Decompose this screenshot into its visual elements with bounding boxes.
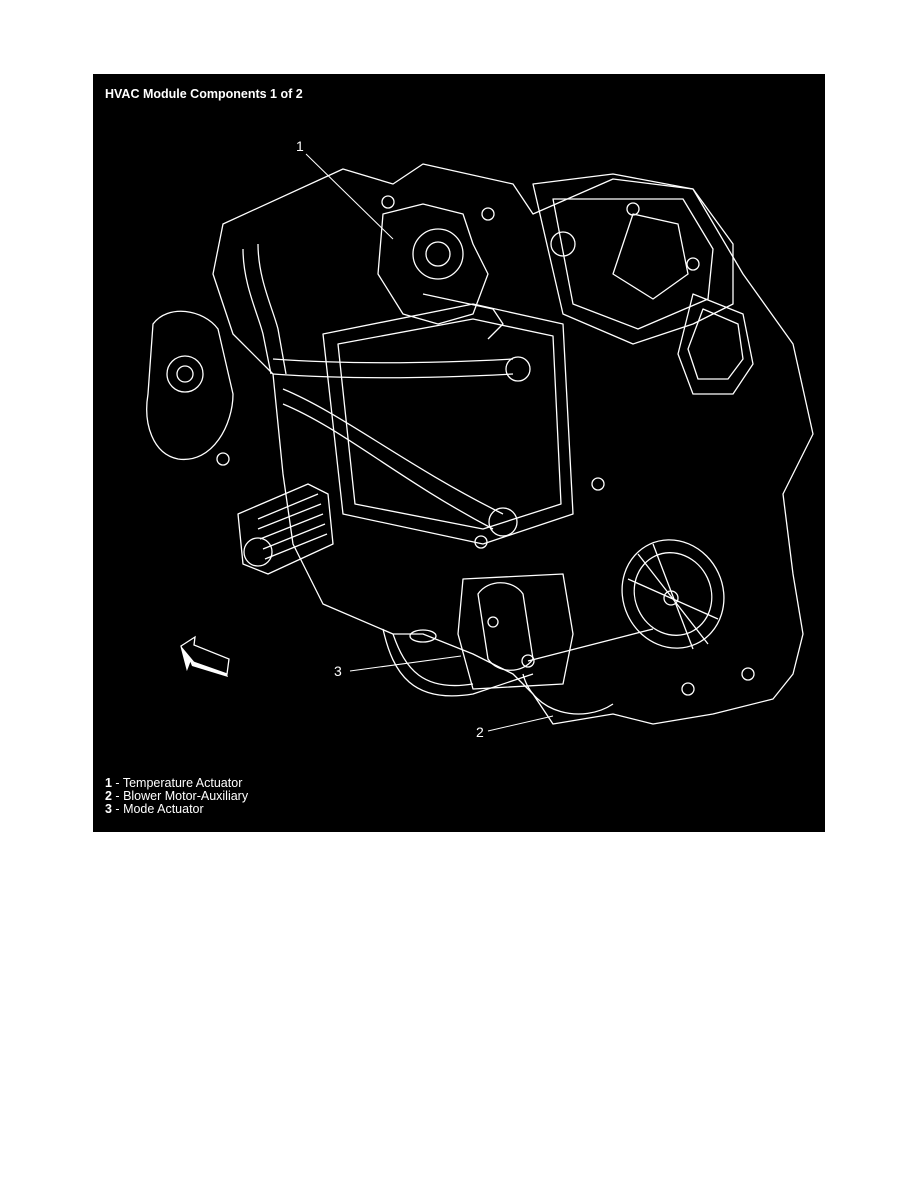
callout-1: 1 — [296, 138, 304, 154]
front-direction-arrow-icon — [180, 635, 230, 677]
legend-item: 2 - Blower Motor-Auxiliary — [105, 789, 249, 803]
figure-legend: 1 - Temperature Actuator 2 - Blower Moto… — [105, 777, 248, 816]
callout-1-leader — [305, 153, 394, 240]
legend-item: 3 - Mode Actuator — [105, 802, 204, 816]
callout-2: 2 — [476, 724, 484, 740]
legend-item: 1 - Temperature Actuator — [105, 776, 243, 790]
hvac-module-illustration — [146, 153, 814, 732]
callout-3-leader — [349, 655, 462, 672]
figure-title: HVAC Module Components 1 of 2 — [105, 87, 303, 101]
callout-2-leader — [487, 715, 554, 732]
callout-3: 3 — [334, 663, 342, 679]
figure-panel: HVAC Module Components 1 of 2 — [93, 74, 825, 832]
